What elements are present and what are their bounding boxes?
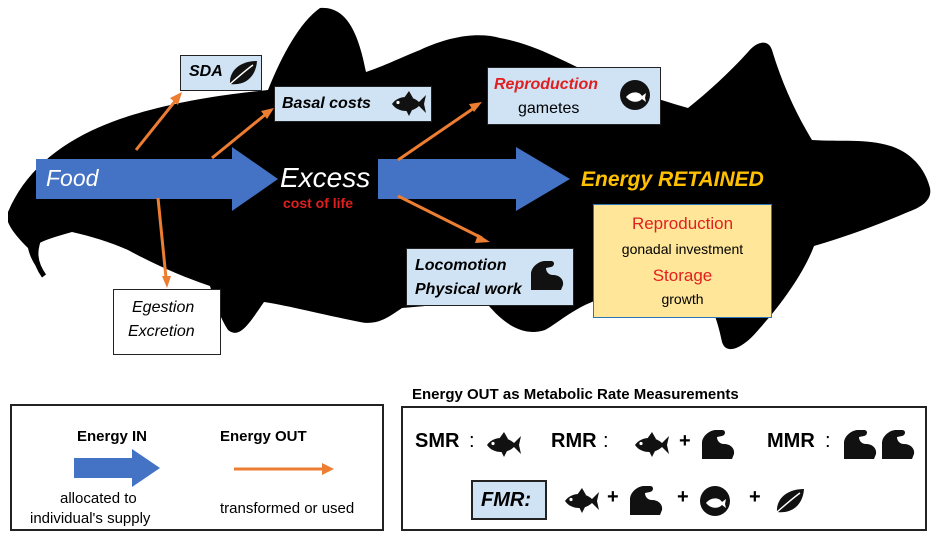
flexed-arm-icon [882,430,915,459]
smr-label: SMR [415,430,460,452]
locomotion-label: Locomotion [415,257,507,274]
leaf-icon [229,61,257,85]
energy-retained-box: Reproduction gonadal investment Storage … [593,204,772,318]
leaf-icon [776,489,804,513]
retained-gonadal: gonadal investment [621,241,744,257]
energy-out-desc: transformed or used [220,500,355,517]
gamete-egg-icon [700,486,730,516]
retained-storage: Storage [652,266,713,285]
retained-growth: growth [661,291,704,307]
basal-costs-label: Basal costs [282,95,371,112]
energy-in-desc-1: allocated to [60,490,137,507]
rmr-label: RMR [551,430,597,452]
orange-arrow-locomotion [397,194,483,240]
flexed-arm-icon [630,486,663,515]
energy-in-legend-arrow [74,449,160,487]
energy-retained-label: Energy RETAINED [581,168,764,191]
fish-icon [565,488,599,513]
fmr-plus-2: + [677,486,689,508]
energy-in-arrow-food [36,147,278,211]
energy-in-title: Energy IN [77,428,148,445]
fmr-label: FMR: [481,489,531,511]
metabolic-title: Energy OUT as Metabolic Rate Measurement… [412,386,739,403]
reproduction-label: Reproduction [494,76,598,93]
energy-out-legend-arrow [234,463,334,475]
energy-in-arrow-excess [378,147,570,211]
metabolic-box: SMR : RMR : + MMR : FMR: + + + [401,406,927,531]
fmr-plus-3: + [749,486,761,508]
orange-arrow-reproduction [397,106,475,162]
fish-icon [487,432,521,457]
flexed-arm-icon [844,430,877,459]
gamete-egg-icon [620,80,650,110]
excess-label: Excess [280,162,371,193]
fish-icon [392,91,426,116]
rmr-plus: + [679,430,691,452]
legend-box: Energy IN allocated to individual's supp… [10,404,384,531]
physical-work-label: Physical work [415,281,522,298]
energy-in-desc-2: individual's supply [30,510,151,527]
orange-arrow-basal [211,112,267,160]
orange-arrow-egestion [156,197,168,279]
fmr-box: FMR: [471,480,547,520]
retained-reproduction: Reproduction [631,214,734,233]
egestion-excretion-box: Egestion Excretion [113,289,221,355]
fmr-plus-1: + [607,486,619,508]
mmr-colon: : [825,430,831,452]
egestion-label: Egestion [132,299,195,316]
food-label: Food [46,165,99,191]
sda-label: SDA [189,63,223,80]
gametes-label: gametes [518,100,580,117]
energy-out-title: Energy OUT [220,428,307,445]
flexed-arm-icon [702,430,735,459]
orange-arrow-sda [134,99,178,151]
excretion-label: Excretion [128,323,195,340]
fish-icon [635,432,669,457]
smr-colon: : [469,430,475,452]
flexed-arm-icon [531,261,564,290]
mmr-label: MMR [767,430,815,452]
rmr-colon: : [603,430,609,452]
cost-of-life-label: cost of life [283,195,354,211]
